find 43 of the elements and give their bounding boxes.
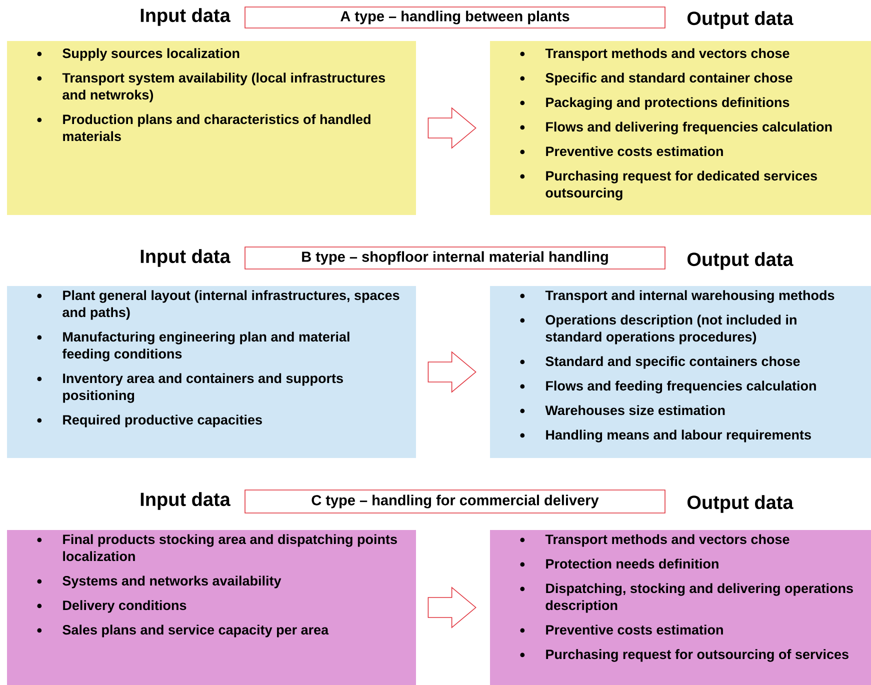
data-box: Transport and internal warehousing methods Operations description (not included in standard operations procedures) Standard and specific containers chose Flows and feeding frequencies calculation Warehouses size estimation Handling means and labour requirements xyxy=(490,286,871,458)
node-label: Purchasing request for dedicated services outsourcing xyxy=(546,170,817,200)
node-label: Preventive costs estimation xyxy=(546,146,723,156)
title-box: C type – handling for commercial delivery xyxy=(244,490,666,514)
block-arrow xyxy=(428,586,476,628)
data-box: Supply sources localization Transport system availability (local infrastructures and netwroks) Production plans and characteristics of handled materials xyxy=(7,41,416,215)
node-label: Manufacturing engineering plan and material feeding conditions xyxy=(62,332,350,362)
node-label: Handling means and labour requirements xyxy=(546,430,811,442)
block-arrow xyxy=(428,351,476,393)
node-label: Standard and specific containers chose xyxy=(546,356,800,369)
data-box: Final products stocking area and dispatching points localization Systems and networks availability Delivery conditions Sales plans and service capacity per area xyxy=(7,530,416,685)
node-label: Transport and internal warehousing methods xyxy=(545,290,834,303)
section-heading: Input data xyxy=(140,249,230,267)
node-label: Sales plans and service capacity per area xyxy=(62,624,329,638)
node-label: Systems and networks availability xyxy=(62,576,282,588)
node-label: Final products stocking area and dispatching points localization xyxy=(63,534,397,562)
node-label: Plant general layout (internal infrastructures, spaces and paths) xyxy=(62,290,400,320)
title-box: B type – shopfloor internal material handling xyxy=(244,246,666,270)
node-label: Specific and standard container chose xyxy=(546,72,792,86)
section-heading: Output data xyxy=(687,11,794,29)
data-box: Transport methods and vectors chose Specific and standard container chose Packaging and protections definitions Flows and delivering frequencies calculation Preventive costs estimation Purchasing request for dedicated services outsourcing xyxy=(490,41,871,215)
node-label: Required productive capacities xyxy=(63,414,262,428)
data-box: Transport methods and vectors chose Protection needs definition Dispatching, stocking and delivering operations description Preventive costs estimation Purchasing request for outsourcing of services xyxy=(490,530,871,685)
node-label: Transport methods and vectors chose xyxy=(545,534,790,547)
node-label: Flows and delivering frequencies calculation xyxy=(546,122,832,134)
node-label: Flows and feeding frequencies calculation xyxy=(546,380,816,394)
node-label: Delivery conditions xyxy=(63,600,186,613)
data-box: Plant general layout (internal infrastructures, spaces and paths) Manufacturing engineering plan and material feeding conditions Inventory area and containers and supports positioning Required productive capacities xyxy=(7,286,416,458)
title-box: A type – handling between plants xyxy=(244,6,666,28)
node-label: Dispatching, stocking and delivering operations description xyxy=(546,583,853,613)
node-label: Warehouses size estimation xyxy=(545,405,725,416)
block-arrow xyxy=(428,107,476,149)
node-label: Protection needs definition xyxy=(546,558,718,569)
section-heading: Input data xyxy=(140,8,230,26)
section-heading: Output data xyxy=(687,252,794,270)
section-heading: Output data xyxy=(687,495,794,513)
node-label: Transport methods and vectors chose xyxy=(545,48,790,61)
node-label: Preventive costs estimation xyxy=(546,624,723,635)
node-label: Purchasing request for outsourcing of services xyxy=(546,649,848,662)
section-heading: Input data xyxy=(140,492,230,510)
node-label: Operations description (not included in standard operations procedures) xyxy=(546,314,796,344)
node-label: Inventory area and containers and supports positioning xyxy=(63,373,343,403)
node-label: Packaging and protections definitions xyxy=(546,97,790,110)
